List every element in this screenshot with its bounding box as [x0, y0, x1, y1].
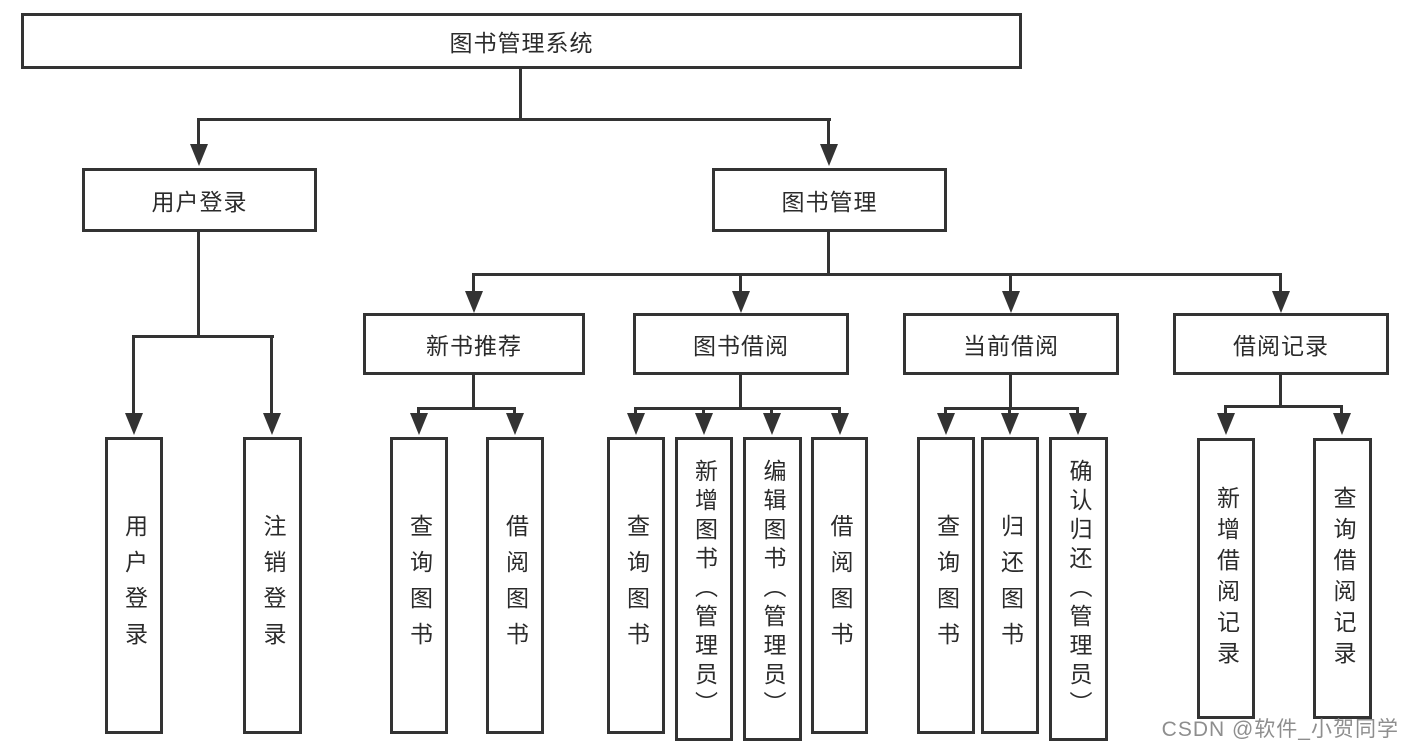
- edge-borrowing-stem: [739, 375, 742, 407]
- node-label: 图书借阅: [693, 333, 789, 359]
- edge-recommendation-rail: [417, 407, 516, 410]
- node-return-books: 归还图书: [981, 437, 1039, 734]
- node-current-borrowing: 当前借阅: [903, 313, 1119, 375]
- edge-root-rail: [197, 118, 831, 121]
- node-borrowing-records: 借阅记录: [1173, 313, 1389, 375]
- edge-borrowing-rail: [634, 407, 841, 410]
- node-add-borrow-record: 新增借阅记录: [1197, 438, 1255, 719]
- leaf-label: 查询借阅记录: [1330, 485, 1356, 672]
- edge-arrow-query-books-3: [944, 407, 947, 413]
- node-add-books-admin: 新增图书（管理员）: [675, 437, 733, 741]
- edge-arrow-borrow-books-1: [513, 407, 516, 413]
- leaf-label: 查询图书: [406, 513, 433, 658]
- edge-root-stem: [519, 69, 522, 118]
- node-book-borrowing: 图书借阅: [633, 313, 849, 375]
- edge-records-rail: [1224, 405, 1343, 408]
- leaf-label: 编辑图书（管理员）: [760, 458, 786, 720]
- edge-arrow-add-borrow-record: [1224, 405, 1227, 413]
- leaf-label: 新增借阅记录: [1213, 485, 1240, 672]
- edge-arrow-new-book-recommendation: [472, 273, 475, 291]
- csdn-watermark: CSDN @软件_小贺同学: [1161, 718, 1399, 741]
- node-label: 用户登录: [151, 189, 248, 215]
- leaf-label: 新增图书（管理员）: [691, 458, 718, 720]
- edge-current-stem: [1009, 375, 1012, 407]
- edge-arrow-user-login: [197, 118, 200, 144]
- node-query-books-current: 查询图书: [917, 437, 975, 734]
- node-label: 图书管理系统: [449, 30, 594, 56]
- edge-arrow-borrow-books-2: [838, 407, 841, 413]
- edge-book-management-rail: [472, 273, 1282, 276]
- edge-arrow-borrowing-records: [1279, 273, 1282, 291]
- node-confirm-return-admin: 确认归还（管理员）: [1049, 437, 1108, 741]
- edge-arrow-book-borrowing: [739, 273, 742, 291]
- node-book-management: 图书管理: [712, 168, 947, 232]
- edge-arrow-query-borrow-record: [1340, 405, 1343, 413]
- node-user-login: 用户登录: [82, 168, 317, 232]
- node-label: 当前借阅: [963, 333, 1059, 359]
- edge-arrow-return-books: [1008, 407, 1011, 413]
- edge-user-login-rail: [132, 335, 274, 338]
- node-logout-leaf: 注销登录: [243, 437, 302, 734]
- edge-arrow-confirm-return: [1076, 407, 1079, 413]
- node-query-borrow-record: 查询借阅记录: [1313, 438, 1372, 719]
- edge-current-rail: [944, 407, 1079, 410]
- edge-arrow-edit-books: [770, 407, 773, 413]
- node-label: 图书管理: [781, 189, 878, 215]
- node-query-books-borrowing: 查询图书: [607, 437, 665, 734]
- node-new-book-recommendation: 新书推荐: [363, 313, 585, 375]
- node-edit-books-admin: 编辑图书（管理员）: [743, 437, 802, 741]
- edge-book-management-stem: [827, 232, 830, 273]
- edge-arrow-query-books-2: [634, 407, 637, 413]
- node-library-management-system: 图书管理系统: [21, 13, 1022, 69]
- leaf-label: 借阅图书: [827, 513, 853, 658]
- leaf-label: 注销登录: [260, 513, 286, 658]
- node-user-login-leaf: 用户登录: [105, 437, 163, 734]
- node-label: 新书推荐: [426, 333, 522, 359]
- edge-arrow-book-management: [827, 118, 830, 144]
- edge-recommendation-stem: [472, 375, 475, 407]
- leaf-label: 归还图书: [997, 513, 1024, 658]
- leaf-label: 确认归还（管理员）: [1066, 458, 1092, 720]
- edge-arrow-logout-leaf: [270, 335, 273, 413]
- leaf-label: 借阅图书: [502, 513, 529, 658]
- edge-arrow-query-books-1: [417, 407, 420, 413]
- node-borrow-books-borrowing: 借阅图书: [811, 437, 868, 734]
- node-query-books-recommendation: 查询图书: [390, 437, 448, 734]
- leaf-label: 查询图书: [933, 513, 960, 658]
- leaf-label: 用户登录: [121, 513, 148, 658]
- node-borrow-books-recommendation: 借阅图书: [486, 437, 544, 734]
- edge-arrow-add-books: [702, 407, 705, 413]
- edge-arrow-current-borrowing: [1009, 273, 1012, 291]
- edge-records-stem: [1279, 375, 1282, 405]
- node-label: 借阅记录: [1233, 333, 1329, 359]
- edge-arrow-user-login-leaf: [132, 335, 135, 413]
- leaf-label: 查询图书: [623, 513, 650, 658]
- edge-user-login-stem: [197, 232, 200, 335]
